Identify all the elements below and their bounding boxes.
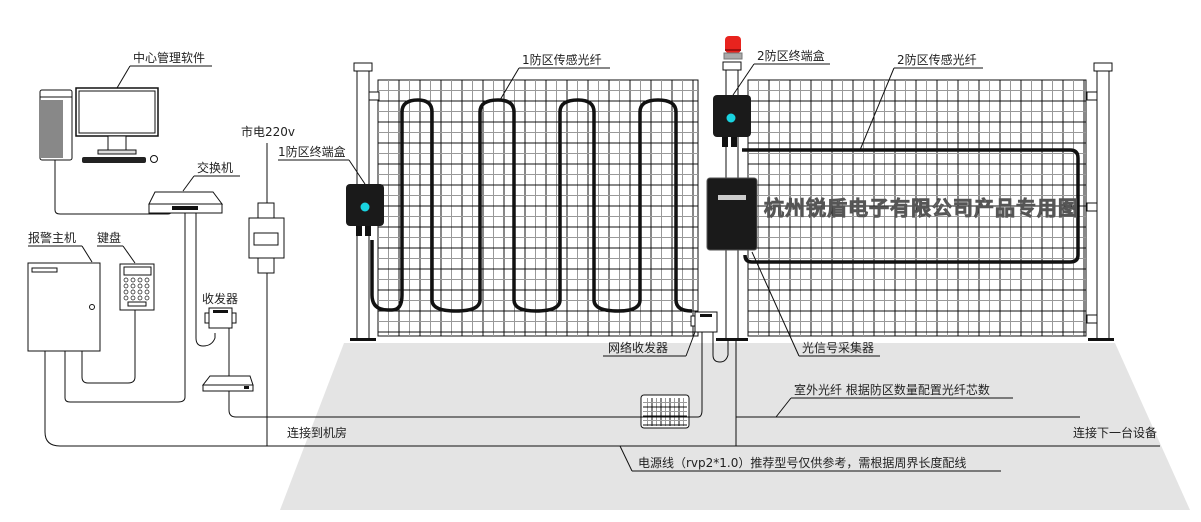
key-icon <box>144 295 150 301</box>
label-outdoor-fiber: 室外光纤 根据防区数量配置光纤芯数 <box>775 382 1013 418</box>
outdoor-splice-box <box>640 394 690 429</box>
label-zone1-sensing-fiber: 1防区传感光纤 <box>499 52 610 101</box>
label-mains-power: 市电220v <box>241 124 295 139</box>
watermark: 杭州锐盾电子有限公司产品专用图 <box>764 196 1079 220</box>
svg-text:2防区传感光纤: 2防区传感光纤 <box>897 52 977 67</box>
svg-text:收发器: 收发器 <box>202 291 238 306</box>
svg-text:键盘: 键盘 <box>97 230 121 245</box>
keypad-icon <box>119 263 155 311</box>
key-icon <box>144 283 150 289</box>
zone1-sensing-fiber <box>370 98 693 313</box>
svg-text:2防区终端盒: 2防区终端盒 <box>757 48 825 63</box>
alarm-host-icon <box>27 262 101 352</box>
label-zone1-terminal-box: 1防区终端盒 <box>278 144 366 185</box>
key-icon <box>130 277 136 283</box>
zone1-terminal-box <box>346 184 384 236</box>
svg-text:室外光纤 根据防区数量配置光纤芯数: 室外光纤 根据防区数量配置光纤芯数 <box>794 382 990 397</box>
media-converter-icon <box>201 375 254 392</box>
key-icon <box>123 289 129 295</box>
key-icon <box>123 283 129 289</box>
svg-text:报警主机: 报警主机 <box>28 230 76 245</box>
network-transceiver <box>690 311 718 333</box>
key-icon <box>137 277 143 283</box>
fence-panel-zone2 <box>747 79 1087 337</box>
label-connect-to-room: 连接到机房 <box>287 425 347 440</box>
key-icon <box>123 277 129 283</box>
key-icon <box>137 283 143 289</box>
svg-text:连接到机房: 连接到机房 <box>287 425 347 440</box>
label-transceiver: 收发器 <box>202 291 238 306</box>
circuit-breaker-icon <box>248 202 285 274</box>
key-icon <box>130 283 136 289</box>
fence-post-right <box>1086 62 1114 341</box>
svg-text:连接下一台设备: 连接下一台设备 <box>1073 425 1157 440</box>
svg-text:1防区传感光纤: 1防区传感光纤 <box>522 52 602 67</box>
label-alarm-host: 报警主机 <box>28 230 93 263</box>
zone2-sensing-fiber <box>742 148 1080 264</box>
network-switch-icon <box>148 191 223 214</box>
pc-tower-icon <box>39 89 73 161</box>
label-power-cable: 电源线（rvp2*1.0）推荐型号仅供参考，需根据周界长度配线 <box>619 445 1001 472</box>
label-optical-signal-collector: 光信号采集器 <box>751 251 880 357</box>
svg-text:交换机: 交换机 <box>197 160 233 175</box>
fence-panel-zone1 <box>377 79 699 337</box>
key-icon <box>137 295 143 301</box>
key-icon <box>130 289 136 295</box>
svg-text:1防区终端盒: 1防区终端盒 <box>278 144 346 159</box>
label-connect-next-device: 连接下一台设备 <box>1073 425 1157 440</box>
key-icon <box>130 295 136 301</box>
indicator-icon <box>360 202 370 212</box>
alarm-light <box>723 36 743 60</box>
key-icon <box>123 295 129 301</box>
key-icon <box>144 277 150 283</box>
label-keypad: 键盘 <box>97 230 136 264</box>
label-network-transceiver: 网络收发器 <box>603 331 696 357</box>
label-central-software: 中心管理软件 <box>116 50 212 89</box>
zone2-terminal-box <box>713 95 751 147</box>
monitor-icon <box>75 87 159 163</box>
transceiver-icon <box>204 307 237 329</box>
ground-plane <box>280 343 1190 510</box>
optical-signal-collector <box>706 177 758 251</box>
label-zone2-terminal-box: 2防区终端盒 <box>732 48 830 96</box>
svg-text:中心管理软件: 中心管理软件 <box>133 50 205 65</box>
key-icon <box>144 289 150 295</box>
svg-text:网络收发器: 网络收发器 <box>608 340 668 355</box>
svg-text:市电220v: 市电220v <box>241 124 295 139</box>
svg-text:电源线（rvp2*1.0）推荐型号仅供参考，需根据周界长度配: 电源线（rvp2*1.0）推荐型号仅供参考，需根据周界长度配线 <box>638 455 966 470</box>
svg-text:光信号采集器: 光信号采集器 <box>802 340 874 355</box>
indicator-icon <box>726 113 736 123</box>
key-icon <box>137 289 143 295</box>
label-switch: 交换机 <box>182 160 240 192</box>
label-zone2-sensing-fiber: 2防区传感光纤 <box>859 52 983 151</box>
